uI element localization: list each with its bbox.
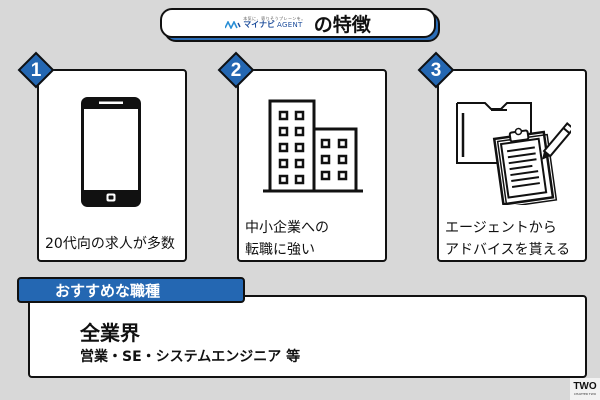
feature-text-2: 中小企業への 転職に強い — [245, 220, 329, 258]
recommended-sub: 営業・SE・システムエンジニア 等 — [80, 349, 301, 365]
badge-number-3: 3 — [430, 60, 442, 81]
brand-mark-icon — [225, 21, 241, 29]
chapter-two-logo: TWO CHAPTER TWO — [570, 378, 600, 400]
brand-agent: AGENT — [277, 20, 303, 29]
feature-text-3: エージェントから アドバイスを貰える — [445, 220, 571, 258]
feature-card-3: エージェントから アドバイスを貰える — [437, 69, 587, 262]
title-pill: 本気に、寄りそうプレーンを。 マイナビ AGENT の特徴 — [160, 8, 436, 38]
logo-sub: CHAPTER TWO — [573, 392, 597, 396]
feature-text-1: 20代向の求人が多数 — [45, 236, 175, 252]
brand-name: マイナビ — [243, 20, 276, 29]
page-title: の特徴 — [313, 13, 371, 36]
clipboard-folder-icon — [456, 102, 571, 205]
badge-number-1: 1 — [30, 60, 42, 81]
brand-tagline: 本気に、寄りそうプレーンを。 — [243, 16, 306, 21]
brand-logo: 本気に、寄りそうプレーンを。 マイナビ AGENT — [225, 17, 306, 29]
title-banner: 本気に、寄りそうプレーンを。 マイナビ AGENT の特徴 — [160, 8, 440, 42]
feature-card-1: 20代向の求人が多数 — [37, 69, 187, 262]
badge-number-2: 2 — [230, 60, 242, 81]
recommended-main: 全業界 — [80, 321, 140, 345]
recommended-tab: おすすめな職種 — [17, 277, 245, 303]
smartphone-icon — [81, 97, 141, 207]
logo-main: TWO — [573, 381, 597, 392]
office-building-icon — [263, 99, 363, 193]
feature-card-2: 中小企業への 転職に強い — [237, 69, 387, 262]
recommended-box — [28, 295, 587, 378]
